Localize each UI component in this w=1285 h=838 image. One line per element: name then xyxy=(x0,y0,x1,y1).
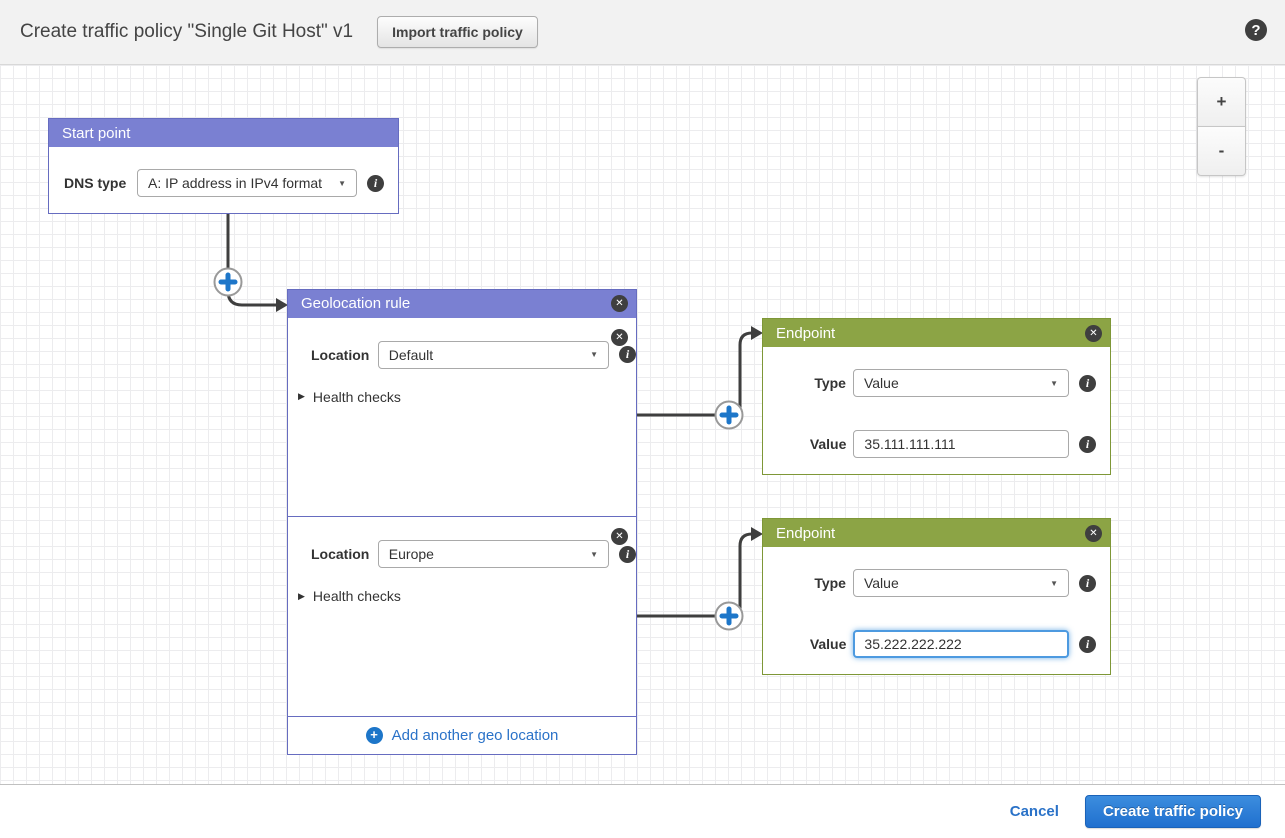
geo-section-default: ✕ Location Default ▼ i ▶ Health checks xyxy=(288,318,636,516)
dns-type-selected-value: A: IP address in IPv4 format xyxy=(148,175,323,191)
page-title: Create traffic policy "Single Git Host" … xyxy=(20,21,354,42)
geolocation-rule-close-icon[interactable]: ✕ xyxy=(611,295,628,313)
endpoint-2-value-input[interactable] xyxy=(853,630,1069,658)
endpoint-node-2: Endpoint ✕ Type Value ▼ i Value i xyxy=(762,518,1111,675)
location-selected-value: Europe xyxy=(388,546,434,563)
create-traffic-policy-button[interactable]: Create traffic policy xyxy=(1084,794,1261,828)
endpoint-1-title: Endpoint xyxy=(776,324,836,342)
policy-canvas: + - Start point DNS type A: IP address i… xyxy=(0,65,1285,785)
location-selected-value: Default xyxy=(388,346,434,363)
chevron-down-icon: ▼ xyxy=(1050,578,1058,588)
action-footer: Cancel Create traffic policy xyxy=(0,785,1285,837)
endpoint-value-label: Value xyxy=(809,436,847,452)
expander-triangle-icon: ▶ xyxy=(298,590,305,601)
chevron-down-icon: ▼ xyxy=(1050,378,1058,388)
chevron-down-icon: ▼ xyxy=(590,350,598,360)
expander-triangle-icon: ▶ xyxy=(298,391,305,402)
location-label: Location xyxy=(311,546,370,563)
endpoint-value-info-icon[interactable]: i xyxy=(1079,635,1096,653)
start-point-node: Start point DNS type A: IP address in IP… xyxy=(48,118,399,214)
endpoint-type-selected-value: Value xyxy=(863,575,899,591)
endpoint-value-info-icon[interactable]: i xyxy=(1079,435,1096,453)
location-info-icon[interactable]: i xyxy=(619,346,636,364)
cancel-button[interactable]: Cancel xyxy=(1009,802,1059,820)
endpoint-1-type-select[interactable]: Value ▼ xyxy=(852,369,1069,397)
chevron-down-icon: ▼ xyxy=(338,178,346,188)
plus-circle-icon: + xyxy=(365,727,383,745)
endpoint-value-label: Value xyxy=(809,636,847,652)
start-point-header: Start point xyxy=(49,119,398,147)
geolocation-rule-title: Geolocation rule xyxy=(301,295,411,313)
endpoint-2-header: Endpoint ✕ xyxy=(763,519,1110,547)
endpoint-node-1: Endpoint ✕ Type Value ▼ i Value i xyxy=(762,318,1111,475)
geolocation-rule-header: Geolocation rule ✕ xyxy=(288,290,636,318)
arrowheads xyxy=(276,298,763,541)
geo-section-default-close-icon[interactable]: ✕ xyxy=(611,328,628,346)
endpoint-1-close-icon[interactable]: ✕ xyxy=(1085,324,1102,342)
health-checks-expander-europe[interactable]: ▶ Health checks xyxy=(298,588,636,604)
health-checks-label: Health checks xyxy=(312,588,401,605)
add-geo-location-label: Add another geo location xyxy=(391,727,559,745)
chevron-down-icon: ▼ xyxy=(590,549,598,559)
endpoint-2-close-icon[interactable]: ✕ xyxy=(1085,524,1102,542)
connector-add-button-endpoint2[interactable] xyxy=(714,601,744,631)
zoom-controls: + - xyxy=(1197,77,1246,176)
endpoint-type-label: Type xyxy=(814,375,846,391)
dns-type-select[interactable]: A: IP address in IPv4 format ▼ xyxy=(137,169,357,197)
connector-layer xyxy=(213,214,763,631)
top-header: Create traffic policy "Single Git Host" … xyxy=(0,0,1285,65)
dns-type-label: DNS type xyxy=(64,175,127,191)
start-point-title: Start point xyxy=(62,124,131,142)
connector-add-button-endpoint1[interactable] xyxy=(714,400,744,430)
geo-section-europe: ✕ Location Europe ▼ i ▶ Health checks xyxy=(288,516,636,716)
geolocation-rule-node: Geolocation rule ✕ ✕ Location Default ▼ … xyxy=(287,289,637,755)
endpoint-1-value-input[interactable] xyxy=(853,430,1069,458)
location-label: Location xyxy=(311,346,370,363)
endpoint-type-info-icon[interactable]: i xyxy=(1079,574,1096,592)
endpoint-type-info-icon[interactable]: i xyxy=(1079,374,1096,392)
zoom-in-button[interactable]: + xyxy=(1197,77,1246,127)
add-geo-location-button[interactable]: + Add another geo location xyxy=(288,716,636,754)
health-checks-expander-default[interactable]: ▶ Health checks xyxy=(298,389,636,405)
endpoint-1-header: Endpoint ✕ xyxy=(763,319,1110,347)
connector-add-button-start[interactable] xyxy=(213,267,243,297)
location-select-europe[interactable]: Europe ▼ xyxy=(377,540,609,569)
endpoint-type-selected-value: Value xyxy=(863,375,899,391)
location-info-icon[interactable]: i xyxy=(619,545,636,563)
endpoint-2-title: Endpoint xyxy=(776,524,836,542)
dns-type-info-icon[interactable]: i xyxy=(367,174,384,192)
endpoint-type-label: Type xyxy=(814,575,846,591)
location-select-default[interactable]: Default ▼ xyxy=(377,340,609,369)
help-icon[interactable]: ? xyxy=(1245,19,1267,41)
import-traffic-policy-button[interactable]: Import traffic policy xyxy=(377,16,538,48)
health-checks-label: Health checks xyxy=(312,388,401,405)
zoom-out-button[interactable]: - xyxy=(1197,126,1246,176)
endpoint-2-type-select[interactable]: Value ▼ xyxy=(852,569,1069,597)
geo-section-europe-close-icon[interactable]: ✕ xyxy=(611,528,628,546)
